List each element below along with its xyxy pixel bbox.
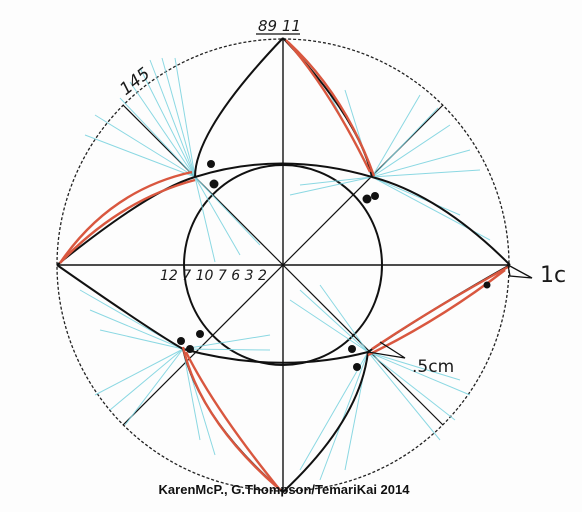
inner-ellipse	[183, 164, 383, 366]
marker-dots	[177, 160, 491, 371]
label-right-measurement: 1c	[540, 263, 566, 288]
label-top-numbers: 89 11	[258, 17, 301, 35]
label-lower-right-measurement: .5cm	[412, 357, 454, 377]
label-upper-left: 145	[116, 64, 154, 100]
right-pointer	[507, 263, 533, 279]
red-threads	[59, 39, 509, 491]
cyan-threads	[79, 57, 491, 481]
label-center-numbers: 12 7 10 7 6 3 2	[160, 268, 267, 284]
credit-text: KarenMcP., G.Thompson/TemariKai 2014	[159, 482, 411, 497]
lower-right-pointer	[367, 341, 406, 359]
